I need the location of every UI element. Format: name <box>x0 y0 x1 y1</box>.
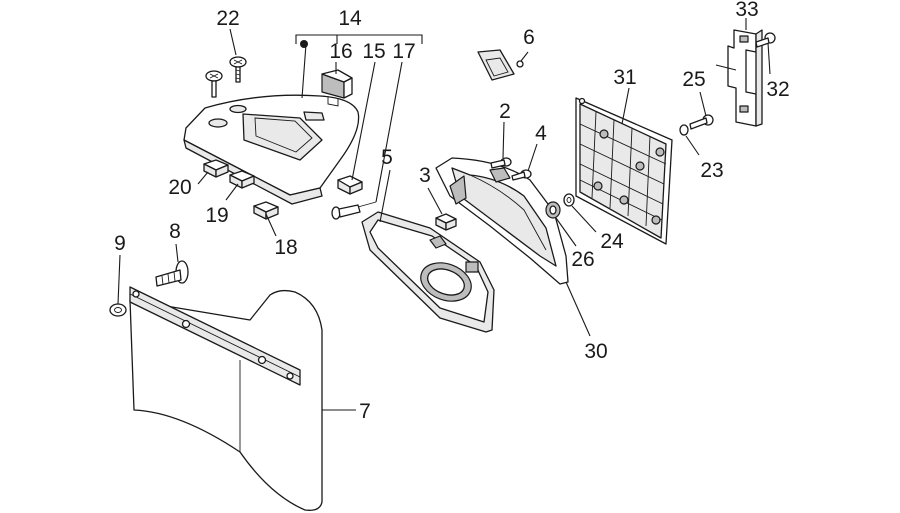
callout-4: 4 <box>535 122 547 145</box>
callout-5: 5 <box>381 146 393 169</box>
callout-22: 22 <box>216 7 239 30</box>
callout-18: 18 <box>274 236 297 259</box>
part-23-washer <box>679 124 689 136</box>
part-20-nut <box>203 159 229 178</box>
callout-15: 15 <box>362 40 385 63</box>
callout-30: 30 <box>584 340 607 363</box>
part-19-nut <box>229 170 255 189</box>
callout-16: 16 <box>329 40 352 63</box>
part-15-nut <box>337 175 363 195</box>
callout-9: 9 <box>114 232 126 255</box>
part-7-mudflap <box>129 286 323 511</box>
part-22-screws <box>205 56 247 98</box>
callout-19: 19 <box>205 204 228 227</box>
callout-8: 8 <box>169 220 181 243</box>
part-30-cover <box>435 157 569 285</box>
part-31-plate-backing <box>575 97 673 245</box>
part-18-nut <box>253 201 279 220</box>
part-17-rivet <box>331 201 377 220</box>
part-32-screw <box>755 32 776 48</box>
callout-7: 7 <box>359 400 371 423</box>
leader-lines <box>117 18 771 411</box>
part-25-screw <box>689 114 714 130</box>
part-4-screw <box>511 169 532 181</box>
callout-24: 24 <box>600 230 624 253</box>
part-26-nut <box>545 201 561 219</box>
callout-3: 3 <box>419 164 431 187</box>
part-14-tray <box>183 94 360 205</box>
callout-14: 14 <box>338 7 362 30</box>
part-9-washer <box>109 303 127 317</box>
part-33-bracket <box>727 29 763 127</box>
part-16-clip <box>321 69 353 107</box>
callout-32: 32 <box>766 78 789 101</box>
part-5-holder <box>361 211 495 333</box>
callout-31: 31 <box>613 66 636 89</box>
callout-23: 23 <box>700 159 723 182</box>
part-2-screw <box>490 157 512 169</box>
callout-labels: 22 14 16 15 17 6 33 31 25 32 2 4 23 3 5 … <box>114 0 790 423</box>
callout-26: 26 <box>571 248 594 271</box>
callout-33: 33 <box>735 0 758 21</box>
part-3-nut <box>435 213 457 231</box>
callout-20: 20 <box>168 176 191 199</box>
callout-25: 25 <box>682 68 705 91</box>
callout-6: 6 <box>523 26 535 49</box>
callout-2: 2 <box>499 100 511 123</box>
part-24-washer <box>563 193 575 207</box>
part-6-plate <box>477 49 524 81</box>
part-8-bolt <box>155 260 189 287</box>
callout-17: 17 <box>392 40 415 63</box>
callout-14-dot <box>300 40 308 48</box>
